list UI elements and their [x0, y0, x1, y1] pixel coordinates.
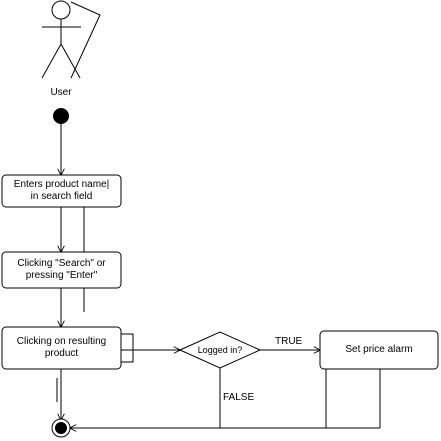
action-label: Set price alarm [345, 344, 413, 355]
step-2-label: Clicking "Search" or pressing "Enter" [17, 258, 106, 281]
user-actor-icon [41, 0, 101, 79]
false-branch-label: FALSE [223, 392, 255, 403]
final-node [51, 418, 71, 438]
decision-label: Logged in? [197, 345, 243, 355]
actor-label: User [50, 87, 72, 98]
action-box [319, 330, 439, 370]
step-1-label: Enters product name| in search field [13, 179, 110, 202]
step-3-label: Clicking on resulting product [16, 336, 107, 359]
true-branch-label: TRUE [275, 336, 303, 347]
initial-node [53, 108, 69, 124]
